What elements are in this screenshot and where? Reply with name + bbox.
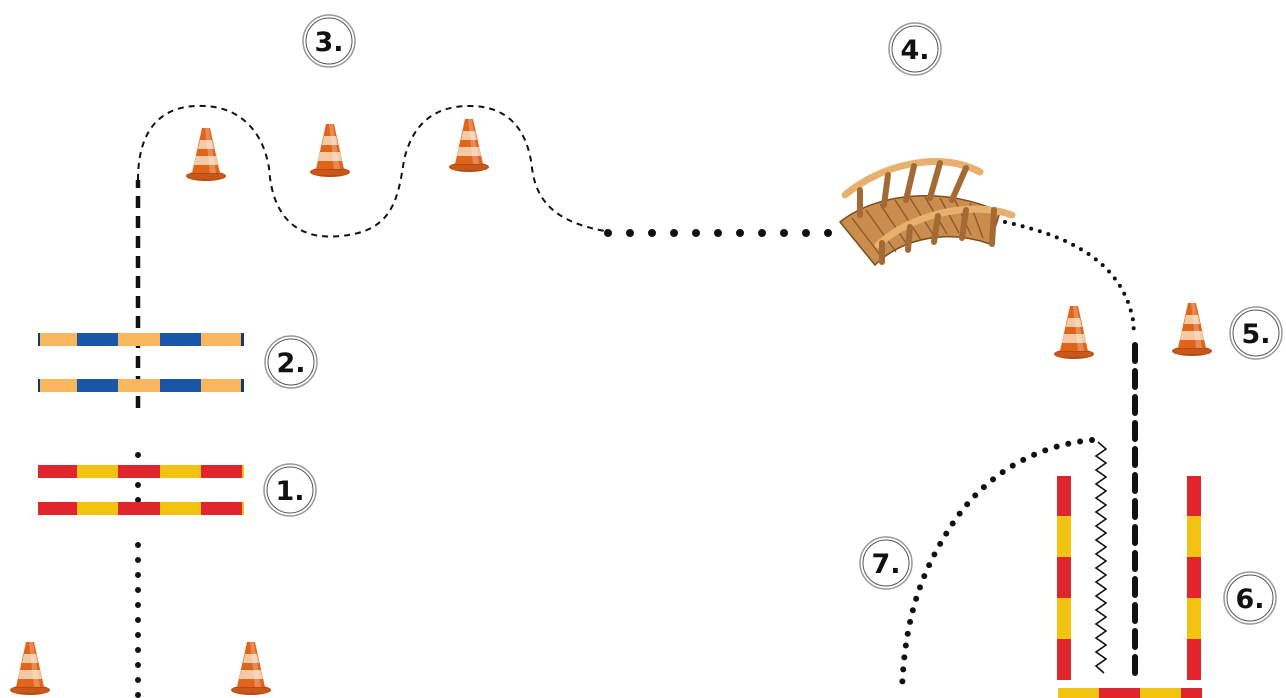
traffic-cone-icon <box>1054 306 1094 359</box>
station-badges: 1. 2. 3. 4. 5. 6. 7. <box>263 14 1283 625</box>
path-segment-return-arc <box>899 437 1095 693</box>
station-label-2: 2. <box>276 348 305 379</box>
traffic-cone-icon <box>186 128 226 181</box>
jump-pole-icon <box>1057 476 1071 680</box>
traffic-cone-icon <box>310 124 350 177</box>
station-label-1: 1. <box>275 476 304 507</box>
station-badge-4: 4. <box>888 22 942 76</box>
station-badge-5: 5. <box>1229 306 1283 360</box>
station-label-6: 6. <box>1235 584 1264 615</box>
station-badge-3: 3. <box>302 14 356 68</box>
jump-pole-icon <box>38 333 244 346</box>
traffic-cone-icon <box>449 119 489 172</box>
jump-1 <box>38 465 244 515</box>
jump-2 <box>38 333 244 392</box>
jump-pole-icon <box>38 502 244 515</box>
gate-6 <box>1057 476 1202 698</box>
cones <box>10 119 1212 695</box>
station-label-7: 7. <box>871 549 900 580</box>
station-badge-1: 1. <box>263 463 317 517</box>
station-badge-7: 7. <box>859 536 913 590</box>
path-segment-slalom <box>137 104 606 238</box>
wooden-bridge-icon <box>838 158 1016 267</box>
jump-pole-icon <box>1058 688 1202 698</box>
station-label-3: 3. <box>314 27 343 58</box>
station-label-4: 4. <box>900 35 929 66</box>
station-label-5: 5. <box>1241 319 1270 350</box>
jump-pole-icon <box>38 379 244 392</box>
traffic-cone-icon <box>231 642 271 695</box>
traffic-cone-icon <box>1172 303 1212 356</box>
traffic-cone-icon <box>10 642 50 695</box>
station-badge-6: 6. <box>1223 571 1277 625</box>
path-segment-zigzag <box>1094 441 1108 674</box>
jump-pole-icon <box>1187 476 1201 680</box>
course-path <box>135 104 1138 698</box>
station-badge-2: 2. <box>264 335 318 389</box>
path-segment-after-bridge <box>1003 220 1136 334</box>
jump-pole-icon <box>38 465 244 478</box>
